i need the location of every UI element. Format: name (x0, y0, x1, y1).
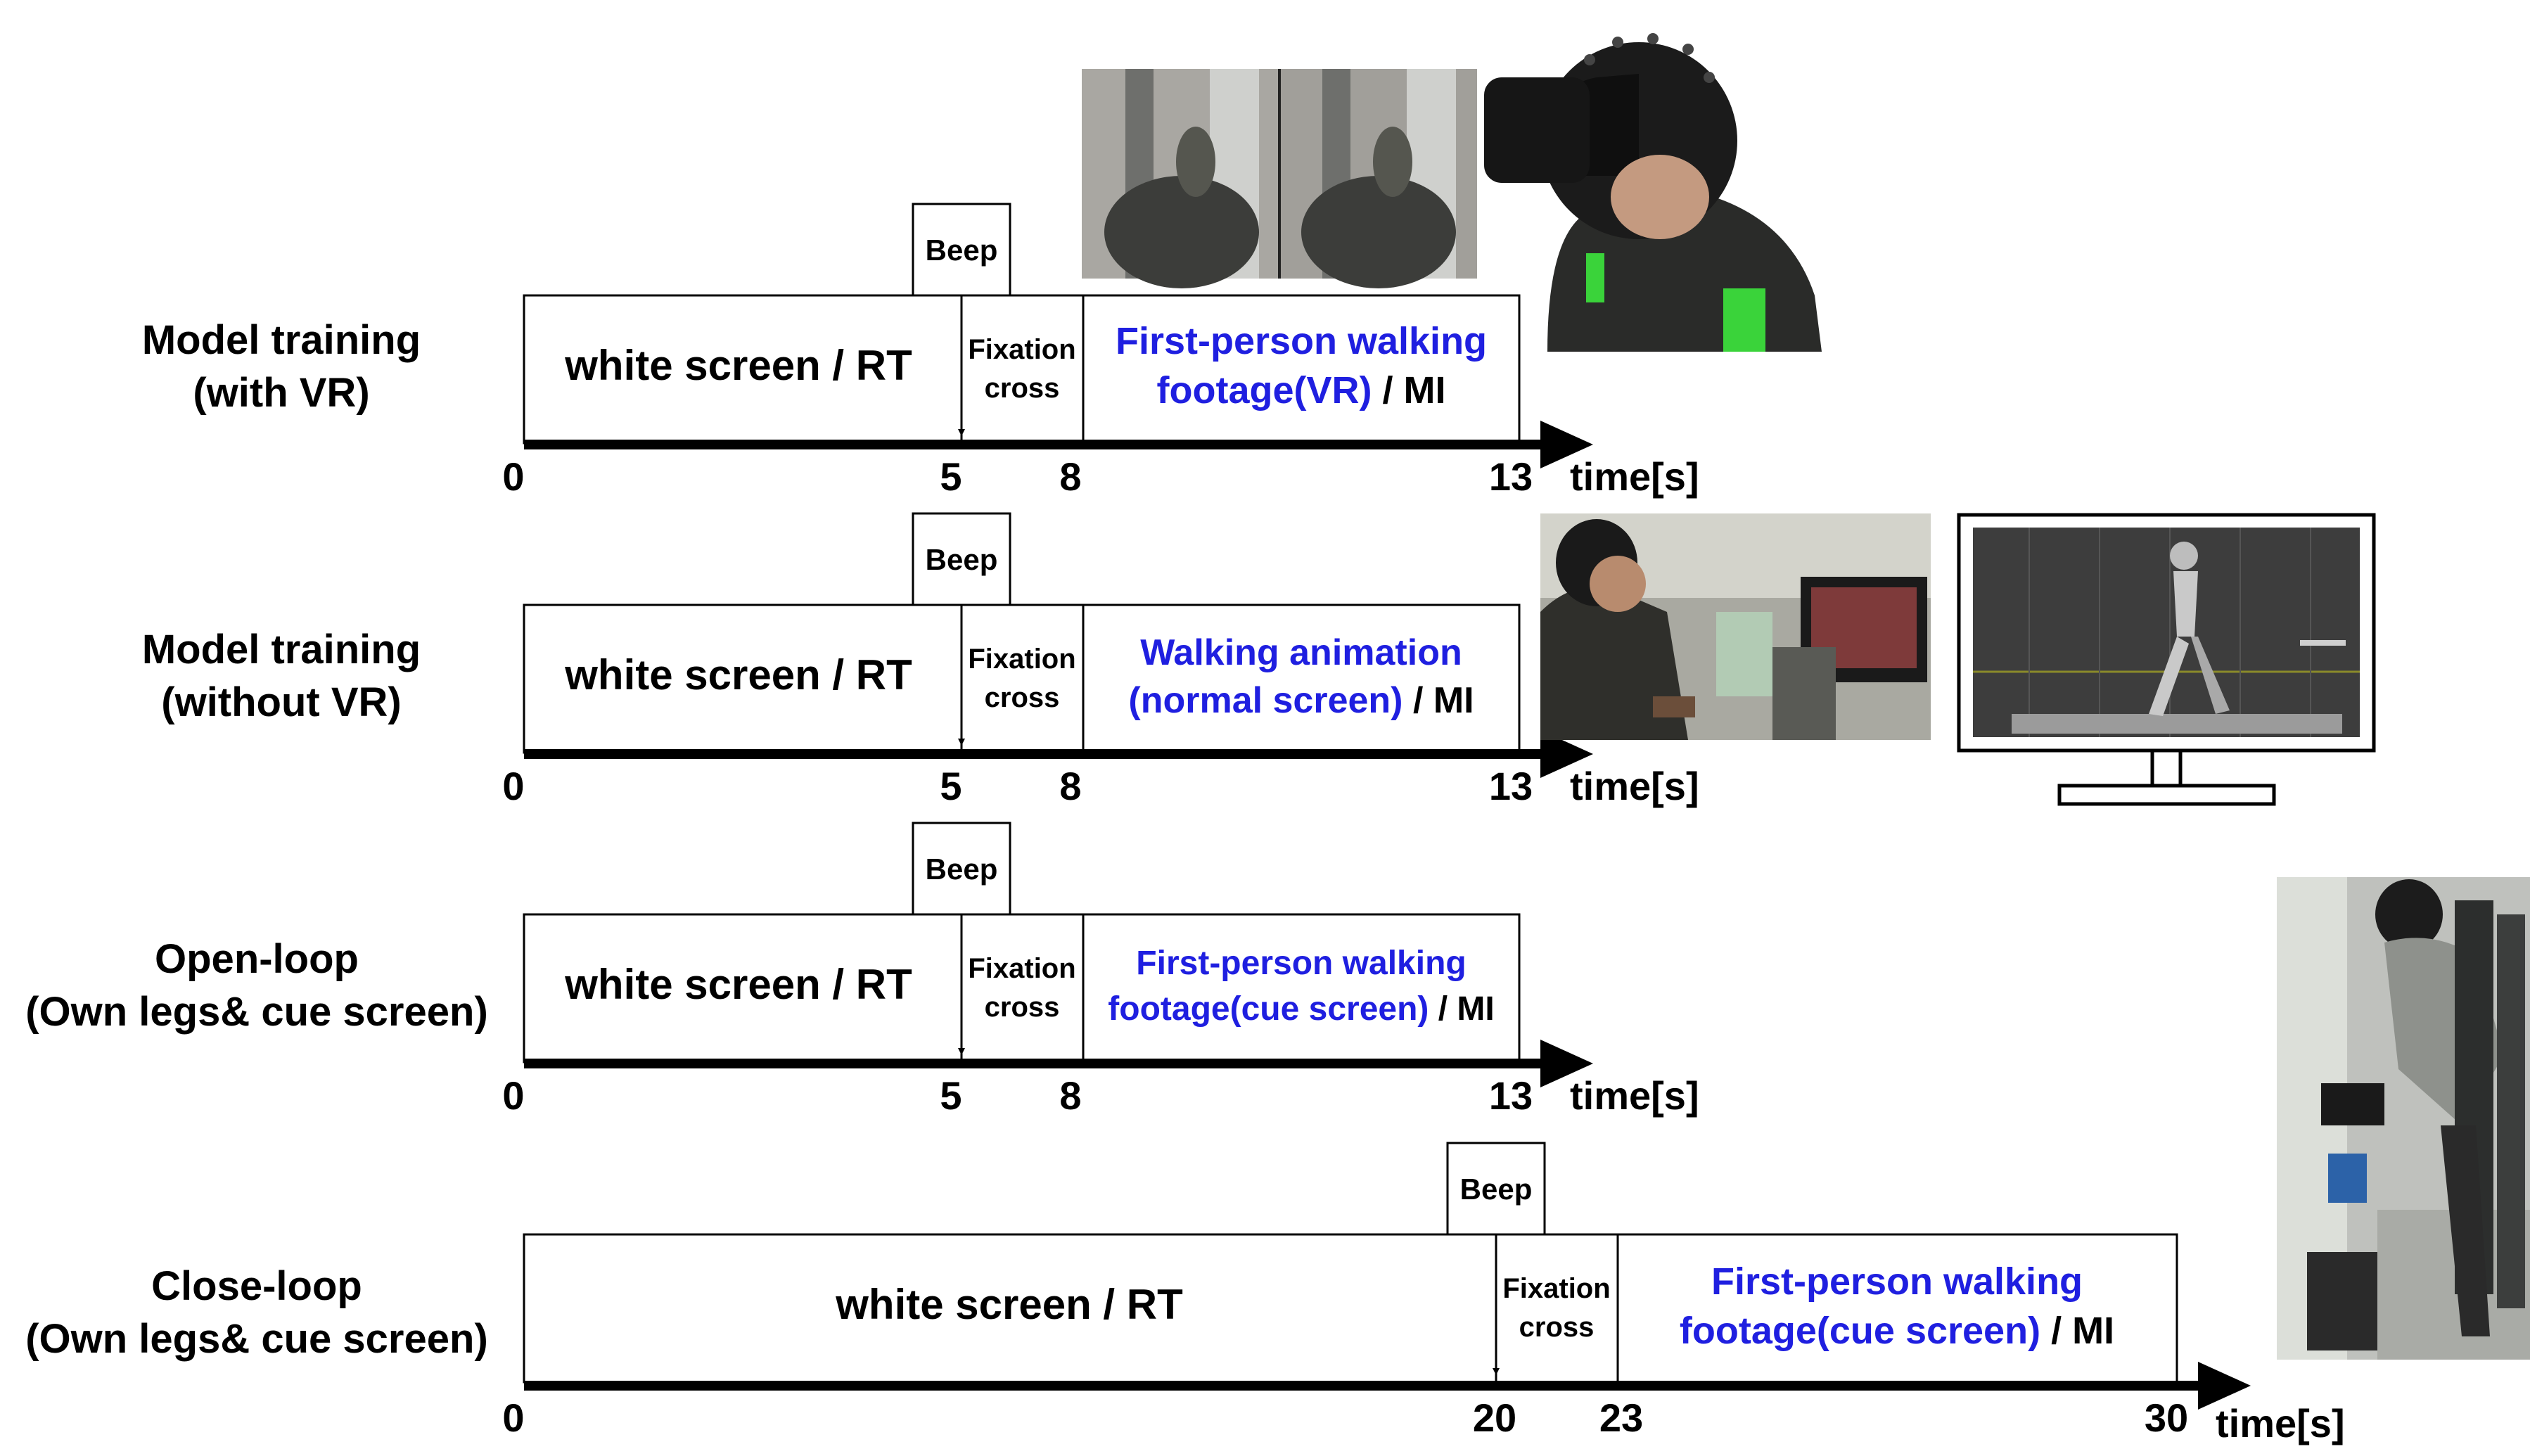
row-close: Close-loop (Own legs& cue screen) Beep w… (25, 1142, 2345, 1445)
tick-label: 8 (1059, 1073, 1081, 1118)
lab-setup-image (1540, 513, 1931, 740)
row-label-line1: Model training (142, 317, 421, 363)
row-label-line2: (without VR) (161, 679, 401, 725)
tick-label: 0 (502, 1073, 524, 1118)
row-label-line2: (Own legs& cue screen) (25, 1316, 488, 1362)
beep-box (912, 822, 1011, 916)
vr-footage-image (1082, 69, 1477, 288)
tick-label: 30 (2145, 1396, 2188, 1440)
fixation-label-2: cross (1519, 1312, 1595, 1343)
time-axis-label: time[s] (1570, 1073, 1699, 1118)
tick-label: 8 (1059, 454, 1081, 499)
tick-label: 0 (502, 764, 524, 808)
tick-label: 5 (940, 764, 961, 808)
rest-label: white screen / RT (564, 961, 912, 1008)
row-label-line1: Model training (142, 627, 421, 672)
vr-headset-person-image (1484, 33, 1822, 352)
task-label-1: Walking animation (1140, 632, 1462, 673)
row-open: Open-loop (Own legs& cue screen) Beep wh… (25, 822, 1699, 1118)
tick-label: 5 (940, 454, 961, 499)
row-label-line1: Close-loop (151, 1263, 362, 1309)
fixation-label-1: Fixation (968, 334, 1075, 365)
trial-box (523, 604, 1521, 754)
time-axis-label: time[s] (1570, 454, 1699, 499)
beep-label: Beep (926, 234, 998, 267)
task-label-1: First-person walking (1136, 945, 1466, 982)
fixation-label-1: Fixation (1502, 1273, 1610, 1304)
row-vr: Model training (with VR) Beep white scre… (142, 203, 1699, 499)
beep-box (1446, 1142, 1546, 1236)
rest-label: white screen / RT (835, 1281, 1182, 1328)
timeline-arrowhead (2198, 1362, 2251, 1410)
trial-box (523, 1233, 2178, 1384)
tick-label: 13 (1489, 764, 1533, 808)
task-label-2: footage(VR) / MI (1157, 369, 1446, 411)
time-axis-label: time[s] (2216, 1401, 2345, 1445)
fixation-label-2: cross (985, 373, 1060, 404)
task-label-1: First-person walking (1116, 320, 1487, 362)
tick-label: 5 (940, 1073, 961, 1118)
beep-label: Beep (1460, 1173, 1533, 1206)
tick-label: 23 (1599, 1396, 1643, 1440)
rest-label: white screen / RT (564, 651, 912, 698)
row-novr: Model training (without VR) Beep white s… (142, 512, 1699, 808)
tick-label: 8 (1059, 764, 1081, 808)
tick-label: 13 (1489, 454, 1533, 499)
timeline-arrowhead (1540, 1040, 1593, 1087)
task-label-2: footage(cue screen) / MI (1108, 990, 1494, 1028)
tick-label: 20 (1473, 1396, 1516, 1440)
fixation-label-2: cross (985, 992, 1060, 1023)
timeline-arrowhead (1540, 730, 1593, 778)
tick-label: 0 (502, 454, 524, 499)
beep-box (912, 512, 1011, 606)
beep-label: Beep (926, 543, 998, 576)
fixation-label-1: Fixation (968, 953, 1075, 984)
fixation-label-1: Fixation (968, 644, 1075, 675)
trial-box (523, 913, 1521, 1064)
exoskeleton-person-image (2277, 877, 2530, 1360)
timeline-arrowhead (1540, 421, 1593, 468)
row-label-line2: (with VR) (193, 370, 369, 416)
tick-label: 13 (1489, 1073, 1533, 1118)
task-label-2: (normal screen) / MI (1128, 680, 1474, 721)
row-label-line2: (Own legs& cue screen) (25, 989, 488, 1035)
time-axis-label: time[s] (1570, 764, 1699, 808)
monitor-image (1957, 513, 2376, 806)
beep-label: Beep (926, 852, 998, 886)
task-label-1: First-person walking (1711, 1260, 2083, 1303)
fixation-label-2: cross (985, 682, 1060, 713)
tick-label: 0 (502, 1396, 524, 1440)
rest-label: white screen / RT (564, 342, 912, 389)
row-label-line1: Open-loop (155, 936, 359, 982)
task-label-2: footage(cue screen) / MI (1680, 1310, 2114, 1352)
